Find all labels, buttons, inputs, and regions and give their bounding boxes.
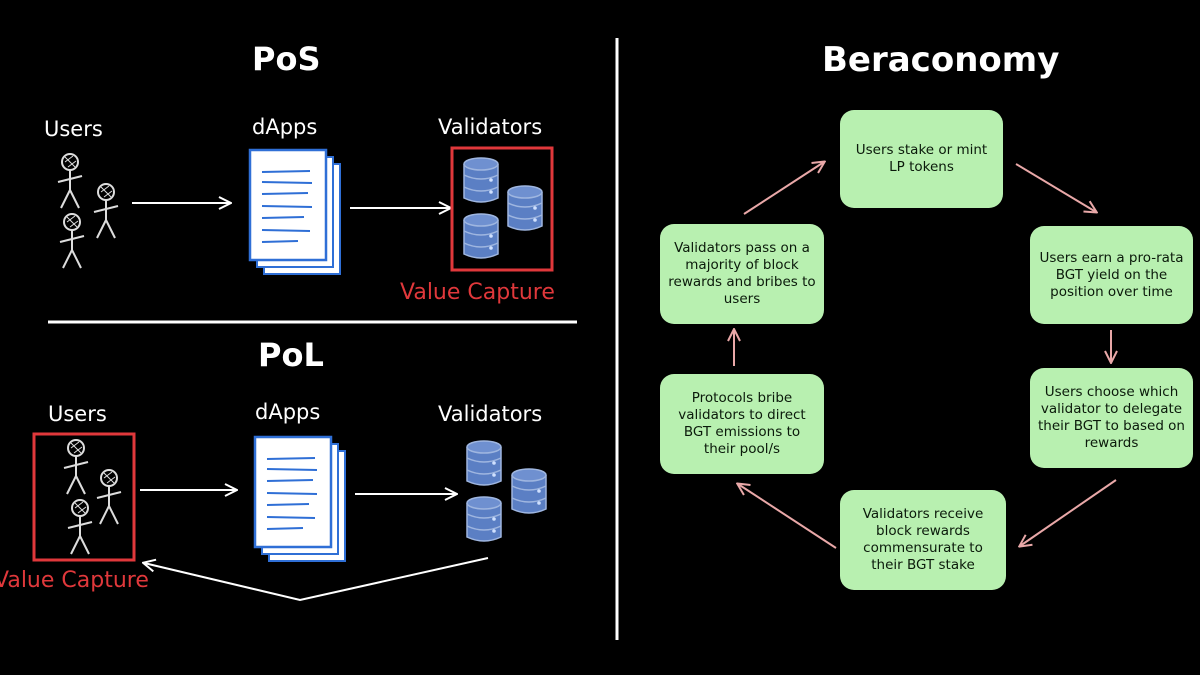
- pos-users-label: Users: [44, 117, 103, 141]
- pos-value-capture-box: [450, 146, 554, 272]
- pos-validators-label: Validators: [438, 115, 543, 139]
- beraconomy-title: Beraconomy: [822, 40, 1060, 80]
- step-stake-mint-lp: Users stake or mint LP tokens: [840, 110, 1003, 208]
- cycle-arrows: [734, 162, 1116, 549]
- pol-value-capture-box: [32, 432, 136, 562]
- step-earn-bgt-yield: Users earn a pro-rata BGT yield on the p…: [1030, 226, 1193, 324]
- step-delegate-bgt: Users choose which validator to delegate…: [1030, 368, 1193, 468]
- pos-validator-databases: [463, 157, 543, 259]
- pos-users-figures: [57, 153, 119, 269]
- pol-users-figures: [63, 439, 122, 555]
- pol-users-label: Users: [48, 402, 107, 426]
- pos-dapps-documents: [248, 148, 342, 276]
- step-protocols-bribe: Protocols bribe validators to direct BGT…: [660, 374, 824, 474]
- step-validators-receive-rewards: Validators receive block rewards commens…: [840, 490, 1006, 590]
- pol-title: PoL: [258, 336, 324, 374]
- pol-dapps-documents: [253, 435, 347, 563]
- pol-validator-databases: [466, 440, 547, 542]
- pol-dapps-label: dApps: [255, 400, 321, 424]
- pos-value-capture-label: Value Capture: [400, 280, 555, 305]
- pos-title: PoS: [252, 40, 321, 78]
- pol-value-capture-label: Value Capture: [0, 568, 149, 593]
- step-validators-pass-on: Validators pass on a majority of block r…: [660, 224, 824, 324]
- pos-dapps-label: dApps: [252, 115, 318, 139]
- pol-validators-label: Validators: [438, 402, 543, 426]
- pol-return-arrow: [144, 557, 489, 602]
